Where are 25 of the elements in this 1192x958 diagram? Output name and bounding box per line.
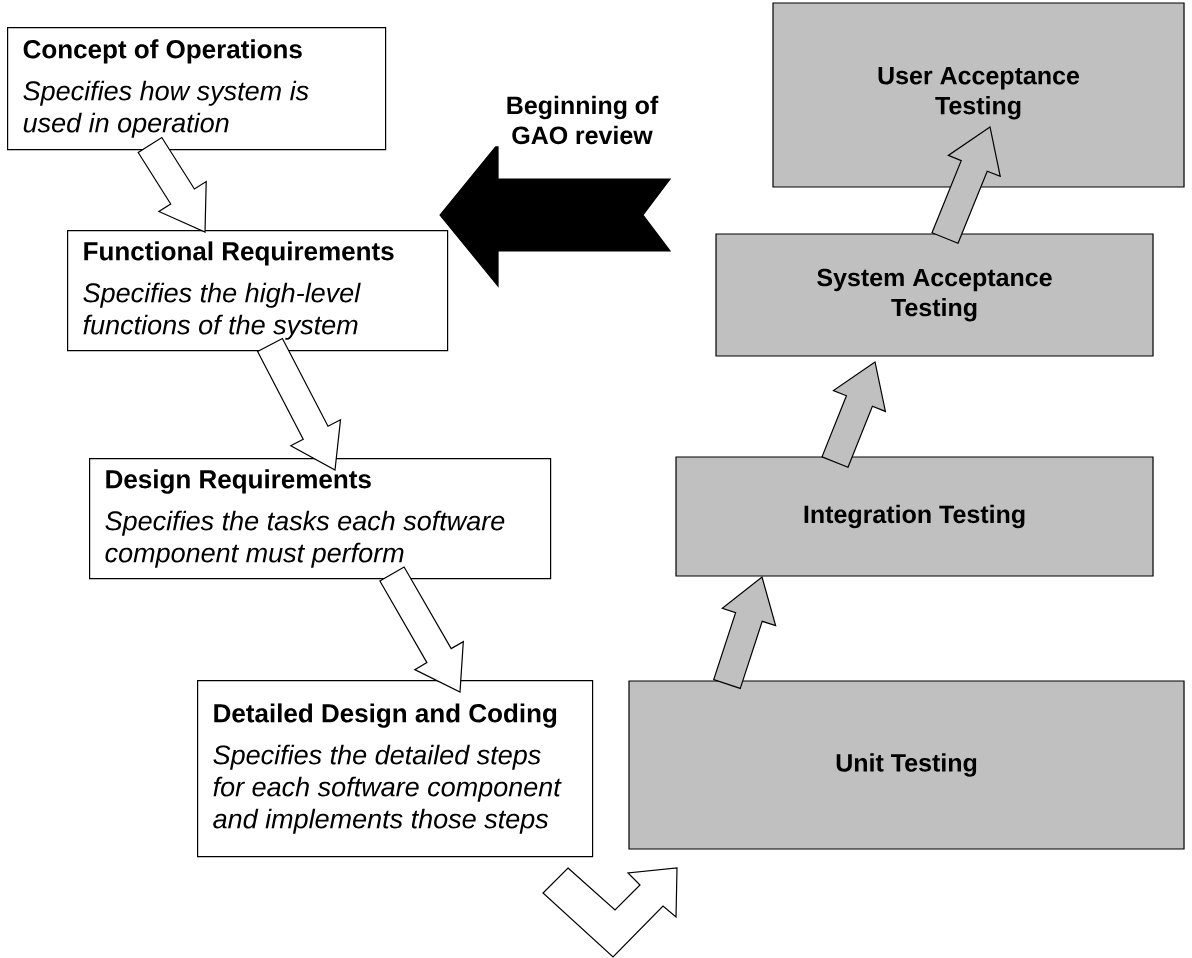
- edge-label: Beginning of GAO review: [507, 95, 659, 145]
- testing-box: [715, 233, 1154, 357]
- block-arrow: [542, 867, 678, 958]
- step-description: Specifies how system is used in operation: [23, 80, 309, 138]
- step-title: Unit Testing: [836, 753, 977, 777]
- step-title: Concept of Operations: [23, 39, 302, 64]
- block-arrow: [137, 136, 207, 233]
- step-title: User Acceptance Testing: [878, 67, 1080, 120]
- process-box: [89, 458, 552, 580]
- process-box: [7, 27, 387, 151]
- step-description: Specifies the detailed steps for each software component and implements those steps: [213, 744, 562, 834]
- step-description: Specifies the high-level functions of the system: [83, 282, 361, 340]
- process-box: [67, 230, 449, 352]
- testing-box: [628, 680, 1185, 850]
- block-arrow: [379, 566, 464, 693]
- testing-box: [675, 456, 1154, 577]
- step-description: Specifies the tasks each software component must perform: [105, 510, 505, 568]
- step-title: System Acceptance Testing: [817, 268, 1052, 322]
- step-title: Design Requirements: [106, 469, 371, 494]
- testing-box: [772, 2, 1185, 188]
- step-title: Functional Requirements: [84, 241, 394, 266]
- process-box: [197, 680, 594, 858]
- step-title: Integration Testing: [804, 504, 1025, 529]
- step-title: Detailed Design and Coding: [214, 703, 557, 728]
- block-arrow: [821, 361, 887, 468]
